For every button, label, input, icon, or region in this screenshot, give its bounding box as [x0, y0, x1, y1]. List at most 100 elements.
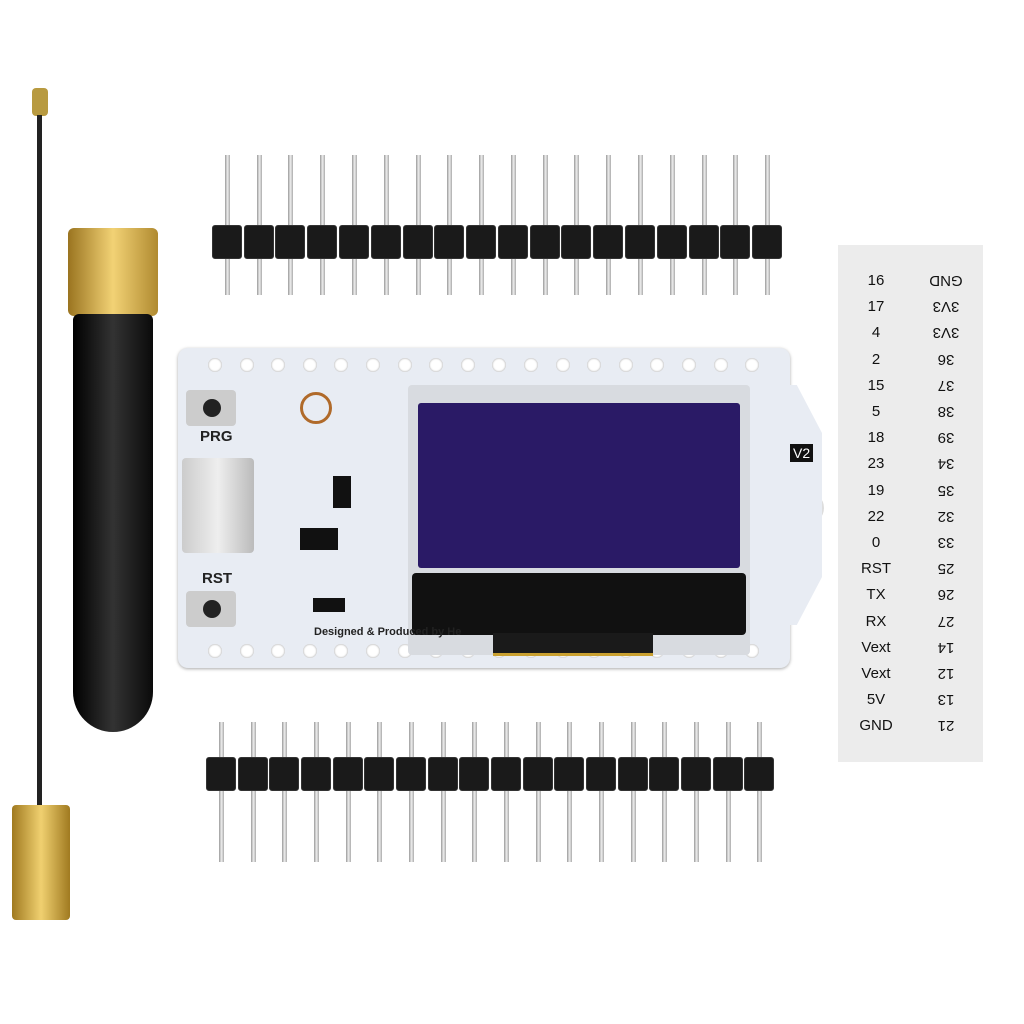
pin-spacer — [561, 225, 592, 259]
pin-spacer — [712, 757, 743, 791]
pin-label-left: 16 — [867, 272, 885, 289]
pcb-hole — [618, 358, 633, 372]
header-pin — [440, 722, 446, 862]
pcb-hole — [587, 358, 602, 372]
prg-label: PRG — [200, 428, 233, 445]
pin-label-left: 23 — [867, 455, 885, 473]
oled-ribbon — [412, 573, 746, 635]
pin-spacer — [459, 757, 490, 791]
pin-spacer — [370, 225, 401, 259]
prg-button[interactable] — [186, 390, 236, 426]
pin-spacer — [300, 757, 331, 791]
header-pin — [535, 722, 541, 862]
usb-port — [182, 458, 254, 553]
pcb-hole — [555, 358, 570, 372]
pin-label-left: 15 — [867, 376, 885, 394]
pin-spacer — [269, 757, 300, 791]
pcb-hole — [492, 358, 507, 372]
pigtail-cable — [37, 115, 42, 805]
pcb-hole — [271, 358, 286, 372]
rst-label: RST — [202, 570, 232, 587]
pin-spacer — [332, 757, 363, 791]
header-pin — [630, 722, 636, 862]
pcb-hole — [239, 644, 254, 658]
pcb-hole — [271, 644, 286, 658]
header-pin — [757, 722, 763, 862]
pin-label-left: 22 — [867, 507, 885, 525]
prg-button-cap[interactable] — [203, 399, 221, 417]
header-pin — [250, 722, 256, 862]
chip — [333, 476, 351, 508]
pin-spacer — [364, 757, 395, 791]
pin-spacer — [744, 757, 775, 791]
pin-spacer — [497, 225, 528, 259]
header-pin — [693, 722, 699, 862]
chip — [300, 528, 338, 550]
pin-spacer — [617, 757, 648, 791]
pin-label-right: 25 — [937, 560, 955, 578]
header-pin — [725, 722, 731, 862]
pin-label-right: GND — [929, 272, 963, 289]
rst-button[interactable] — [186, 591, 236, 627]
pin-label-left: 4 — [871, 324, 881, 342]
pin-label-right: 38 — [937, 403, 955, 420]
maker-text: Designed & Produced by He — [314, 626, 462, 638]
pin-spacer — [688, 225, 719, 259]
pin-label-left: TX — [866, 586, 886, 604]
pin-label-right: 13 — [937, 691, 955, 709]
header-pin — [282, 722, 288, 862]
pin-spacer — [402, 225, 433, 259]
coil-antenna — [300, 392, 332, 424]
pin-spacer — [211, 225, 242, 259]
top-pin-header — [211, 155, 783, 295]
pin-spacer — [656, 225, 687, 259]
pcb-hole — [302, 644, 317, 658]
pin-label-right: 33 — [937, 534, 955, 551]
header-pin — [662, 722, 668, 862]
pin-spacer — [434, 225, 465, 259]
pin-spacer — [237, 757, 268, 791]
pcb-hole — [366, 358, 380, 372]
pin-spacer — [339, 225, 369, 259]
pin-label-left: Vext — [861, 638, 891, 656]
pin-label-left: Vext — [861, 665, 891, 682]
pin-spacer — [307, 225, 338, 259]
pin-label-right: 27 — [937, 612, 955, 630]
header-pin — [313, 722, 319, 862]
pcb-hole — [302, 358, 317, 372]
sma-connector — [12, 805, 70, 920]
pin-spacer — [490, 757, 521, 791]
pin-label-left: 19 — [867, 481, 885, 499]
pcb-hole — [745, 358, 760, 372]
header-pin — [503, 722, 509, 862]
pin-label-left: RX — [865, 612, 887, 630]
board-right-tab — [780, 385, 822, 625]
pcb-hole — [334, 644, 349, 658]
pin-spacer — [649, 757, 680, 791]
pin-spacer — [427, 757, 458, 791]
pin-label-right: 36 — [937, 350, 955, 368]
bottom-pin-header — [205, 722, 775, 862]
pin-spacer — [625, 225, 655, 259]
pin-label-right: 14 — [937, 638, 955, 656]
pin-label-left: GND — [859, 717, 893, 735]
pin-label-right: 26 — [937, 586, 955, 604]
pin-label-left: 18 — [867, 429, 885, 447]
header-pin — [567, 722, 573, 862]
pin-spacer — [585, 757, 616, 791]
pcb-hole — [239, 358, 254, 372]
ipex-connector — [32, 88, 48, 116]
pin-spacer — [752, 225, 783, 259]
pin-spacer — [466, 225, 497, 259]
pcb-hole — [713, 358, 728, 372]
oled-flex-cable — [493, 633, 653, 656]
pin-label-left: 0 — [871, 534, 881, 551]
pin-spacer — [275, 225, 306, 259]
oled-module — [408, 385, 750, 656]
pin-spacer — [554, 757, 585, 791]
pin-label-right: 3V3 — [932, 324, 960, 342]
pcb-hole — [397, 358, 412, 372]
pin-label-right: 3V3 — [932, 298, 960, 316]
rst-button-cap[interactable] — [203, 600, 221, 618]
